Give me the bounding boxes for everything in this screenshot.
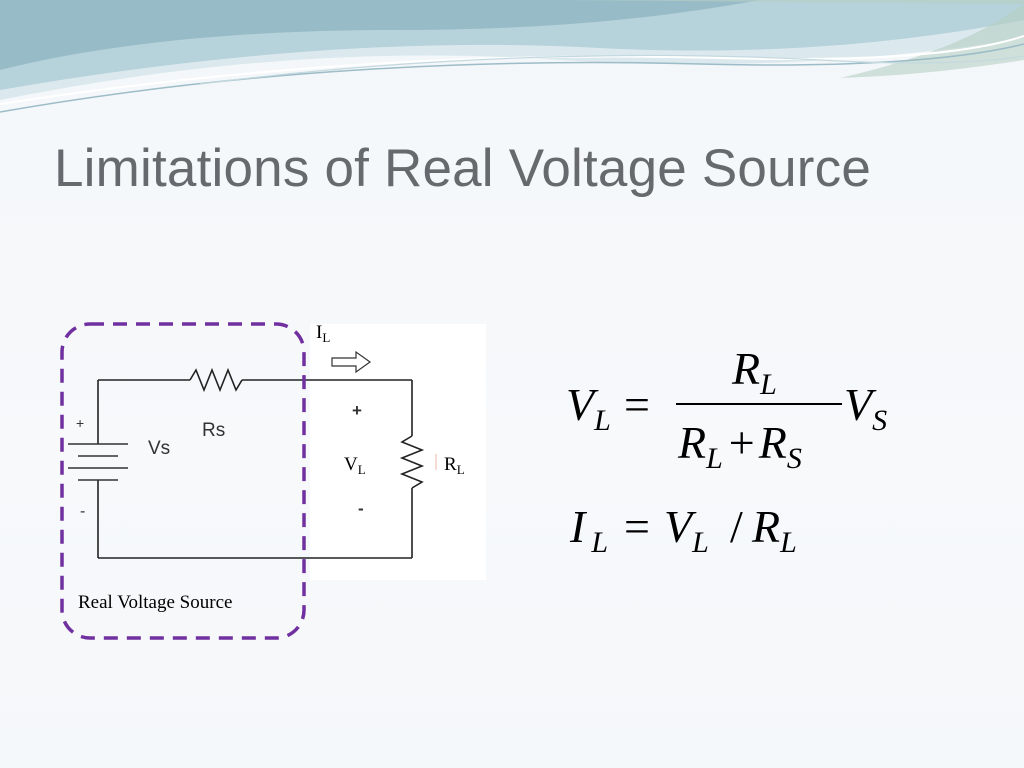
eq1-numerator: RL <box>731 343 777 401</box>
swoosh-line-1 <box>0 43 1024 113</box>
series-resistor-label-rs: Rs <box>202 420 225 441</box>
eq1-denominator: RL+RS <box>677 417 802 475</box>
swoosh-line-3 <box>199 54 1024 85</box>
current-label: IL <box>316 322 330 345</box>
circuit-svg: IL + - Vs Rs + - VL RL Real Voltage Sour… <box>60 322 486 640</box>
eq1-equals: = <box>624 379 650 430</box>
source-minus-sign: - <box>80 503 85 520</box>
eq2-resistance: RL <box>751 501 797 559</box>
load-voltage-label: VL <box>344 454 366 477</box>
eq2-voltage: VL <box>664 501 709 559</box>
source-plus-sign: + <box>76 415 84 431</box>
eq1-rhs: VS <box>844 379 887 437</box>
current-arrow <box>331 350 372 374</box>
circuit-backdrop <box>310 324 486 580</box>
eq1-lhs: VL <box>566 379 611 437</box>
eq2-equals: = <box>624 501 650 552</box>
load-resistor-rl <box>399 435 425 489</box>
terminal-minus-sign: - <box>358 499 364 518</box>
source-label-vs: Vs <box>148 438 170 459</box>
swoosh-line-2 <box>0 35 1024 105</box>
header-swoosh-decoration <box>0 0 1024 113</box>
circuit-diagram: IL + - Vs Rs + - VL RL Real Voltage Sour… <box>60 318 490 648</box>
slide-title: Limitations of Real Voltage Source <box>54 139 871 198</box>
series-resistor-rs <box>189 367 243 393</box>
equation-load-voltage: VL = RL RL+RS VS <box>566 343 887 475</box>
terminal-plus-sign: + <box>352 401 362 420</box>
load-resistor-label: RL <box>444 454 465 477</box>
swoosh-band-dark <box>0 0 760 70</box>
real-source-caption: Real Voltage Source <box>78 592 232 613</box>
real-source-boundary-box <box>60 322 306 640</box>
eq2-slash: / <box>730 501 743 552</box>
